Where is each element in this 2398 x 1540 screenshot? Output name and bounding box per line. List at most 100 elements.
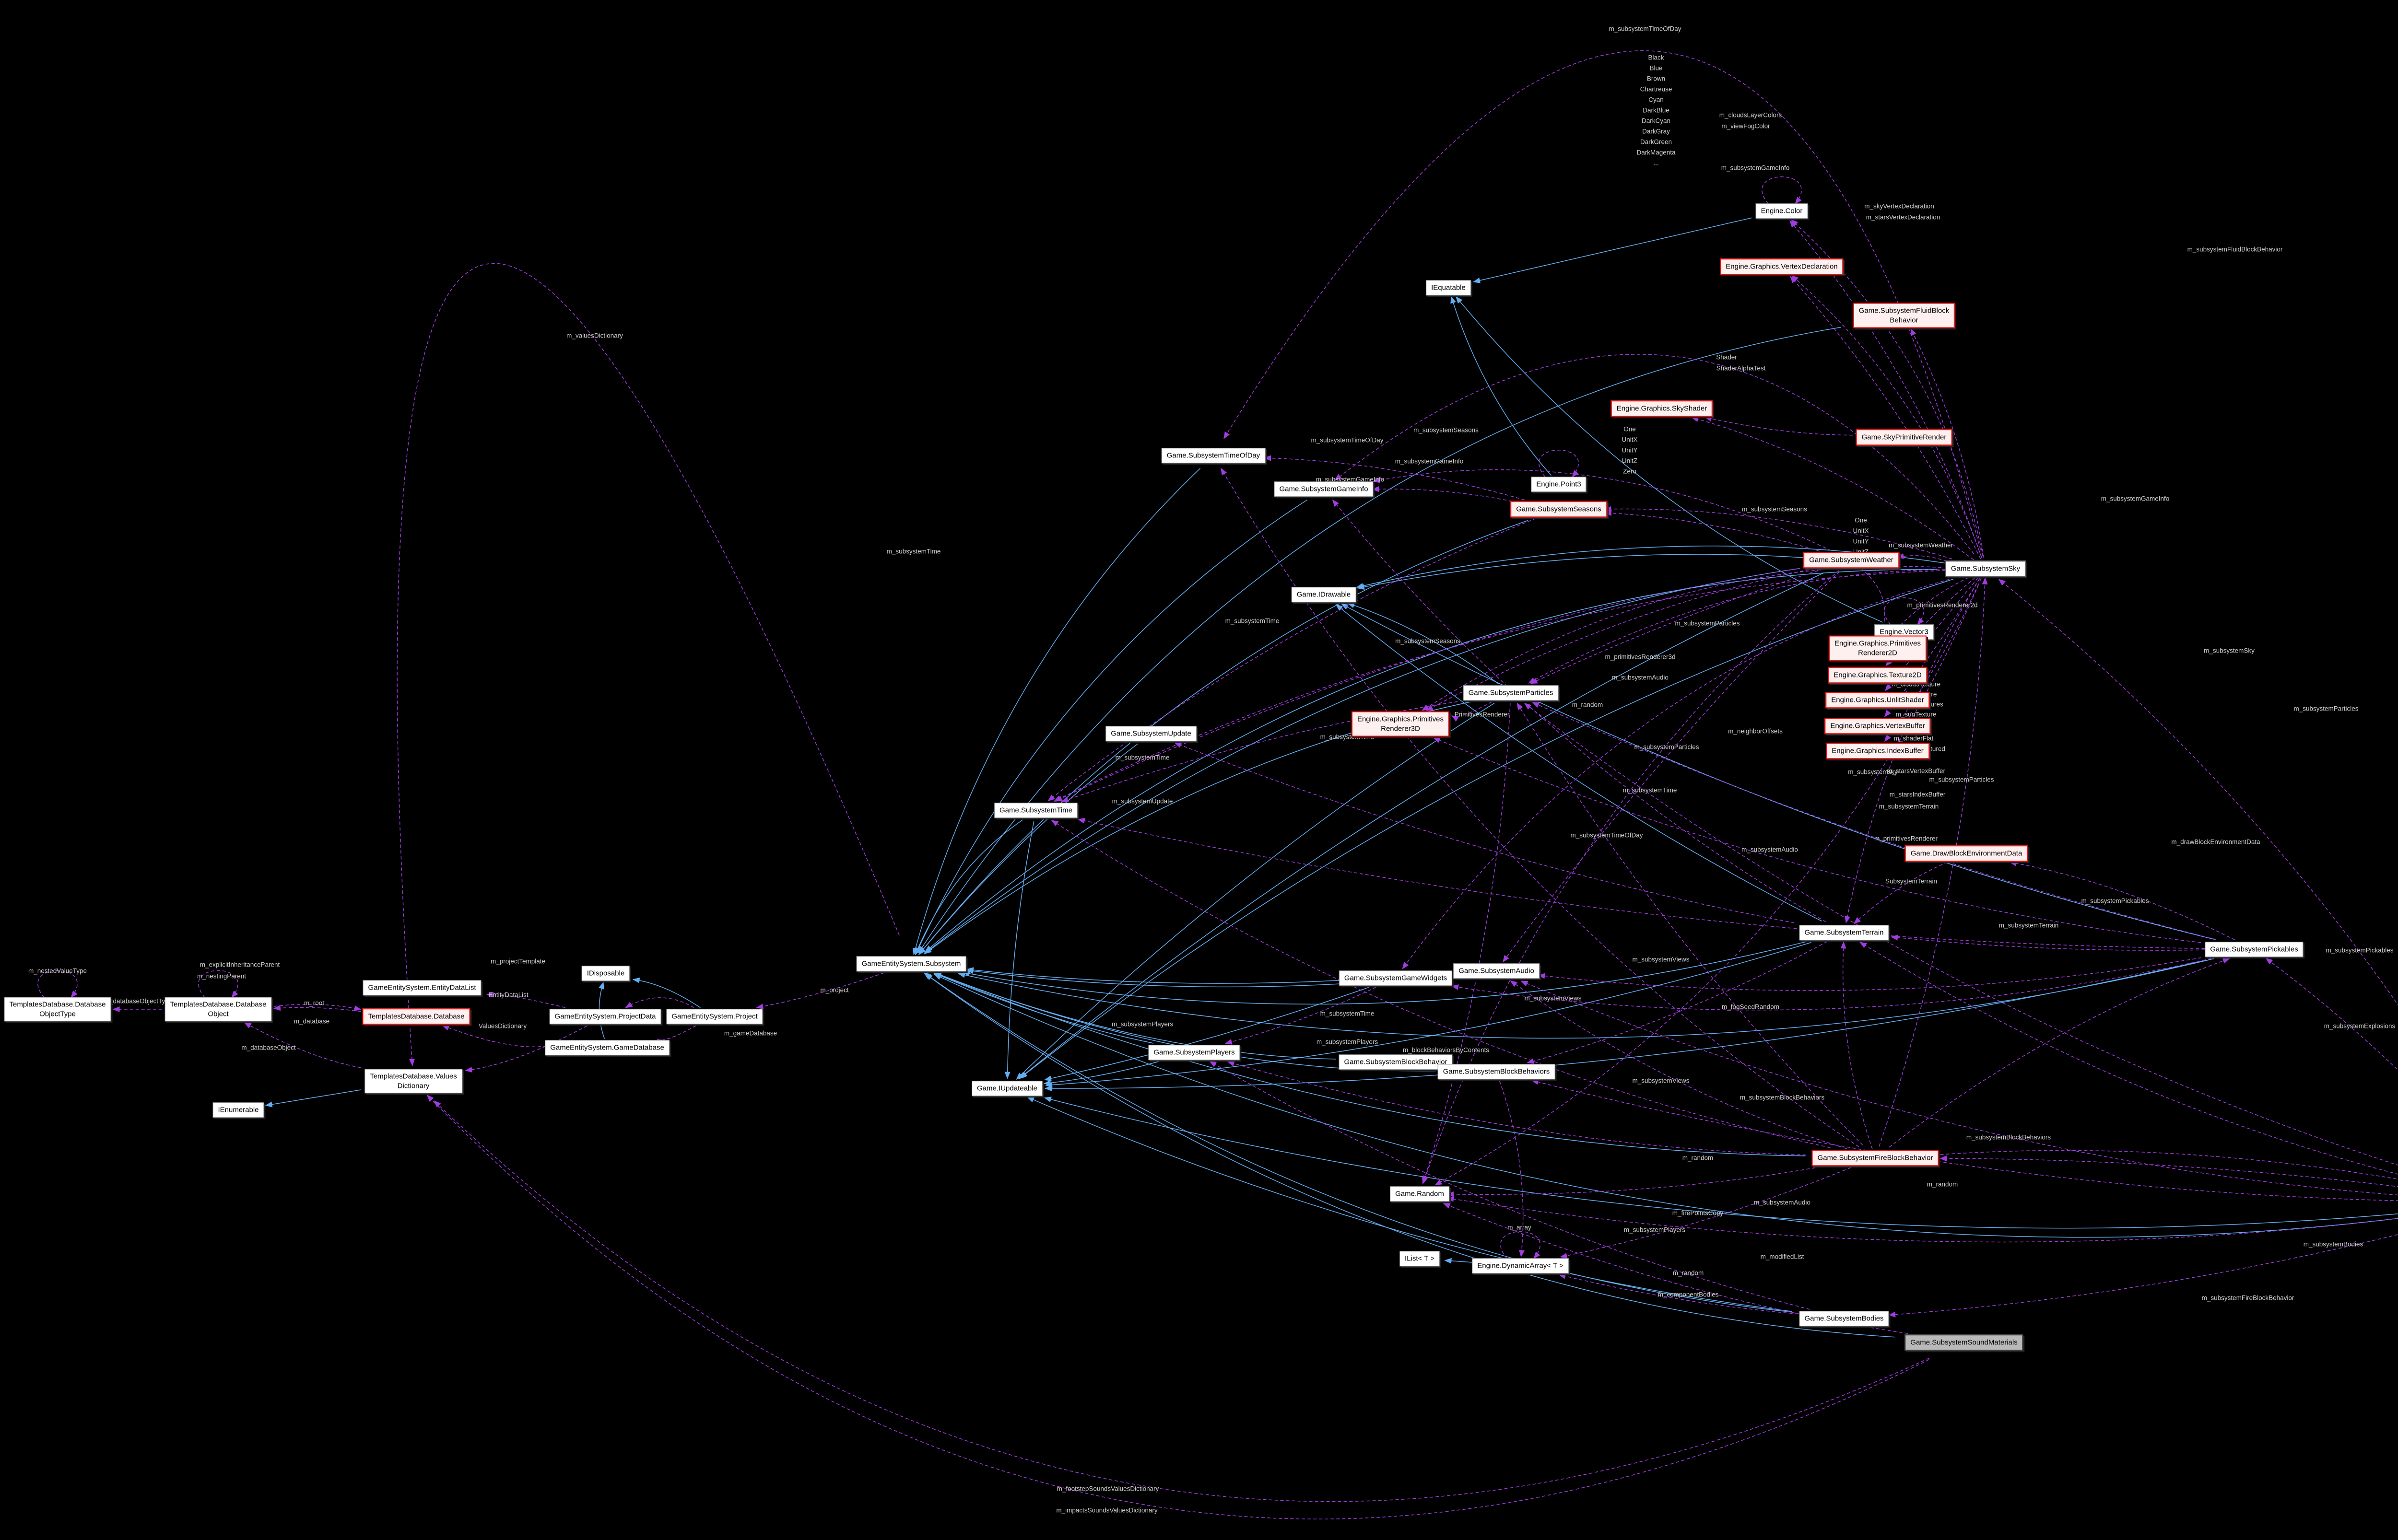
class-node-sub_blockbehavior[interactable]: Game.SubsystemBlockBehavior [1339,1054,1453,1070]
edge-label: m_subsystemsky [1848,768,1898,776]
class-node-ges_project[interactable]: GameEntitySystem.Project [666,1009,763,1024]
edge-label: m_subsystemUpdate [1112,797,1173,805]
class-node-idisposable[interactable]: IDisposable [581,966,630,981]
inheritance-edge [1347,602,1499,685]
class-node-ilist[interactable]: IList< T > [1399,1251,1440,1266]
class-node-color[interactable]: Engine.Color [1755,203,1808,219]
class-node-sub_gameinfo[interactable]: Game.SubsystemGameInfo [1274,481,1374,497]
edge-label: m_primitivesRenderer3d [1605,653,1676,661]
class-node-skyshader[interactable]: Engine.Graphics.SkyShader [1610,400,1713,417]
class-node-skyprim[interactable]: Game.SkyPrimitiveRender [1856,429,1952,445]
edge-label: m_subsystemGameInfo [1721,164,1790,172]
class-node-sub_fireblock[interactable]: Game.SubsystemFireBlockBehavior [1811,1150,1939,1166]
usage-edge [1402,579,1950,969]
edge-label: DarkBlue [1643,106,1669,114]
class-node-sub_blockbehaviors[interactable]: Game.SubsystemBlockBehaviors [1437,1064,1555,1079]
inheritance-edge [1045,960,2205,1092]
class-node-idrawable[interactable]: Game.IDrawable [1291,587,1356,602]
usage-edge [1334,354,1975,554]
class-node-ges_edl[interactable]: GameEntitySystem.EntityDataList [363,980,482,995]
edge-label: m_subsystemPickables [2081,897,2149,905]
class-node-sub_seasons[interactable]: Game.SubsystemSeasons [1510,501,1607,517]
edge-label: m_subsystemTerrain [1879,803,1939,810]
edge-label: m_subsystemBodies [2303,1240,2363,1248]
class-node-sub_terrain[interactable]: Game.SubsystemTerrain [1799,925,1889,940]
class-node-prim2d[interactable]: Engine.Graphics.Primitives Renderer2D [1828,635,1927,661]
class-node-ges_subsystem[interactable]: GameEntitySystem.Subsystem [856,956,966,971]
class-node-sub_soundmat[interactable]: Game.SubsystemSoundMaterials [1904,1334,2023,1351]
edge-label: ... [1653,159,1659,167]
edge-label: m_subsystemAudio [1741,846,1798,853]
class-node-ienumerable[interactable]: IEnumerable [212,1102,264,1118]
class-node-sub_particles[interactable]: Game.SubsystemParticles [1463,685,1559,700]
usage-edge [1891,934,2205,951]
inheritance-edge [265,1089,361,1108]
edge-label: m_subsystemViews [1632,1077,1690,1085]
class-node-tpl_db[interactable]: TemplatesDatabase.Database [362,1008,470,1025]
edge-label: m_random [1682,1154,1714,1162]
class-node-sub_audio[interactable]: Game.SubsystemAudio [1453,963,1540,979]
inheritance-edge [934,972,1806,1156]
edge-label: UnitY [1622,446,1638,454]
edge-label: m_subsystemPlayers [1111,1020,1174,1028]
class-node-tpl_obj_type[interactable]: TemplatesDatabase.Database ObjectType [4,997,111,1022]
usage-edge [1910,328,1985,558]
inheritance-edge [1450,296,1552,476]
usage-edge [1224,987,1376,1045]
inheritance-edge [1043,1061,1160,1086]
usage-edge [273,1003,362,1011]
class-node-sub_update[interactable]: Game.SubsystemUpdate [1105,726,1197,741]
class-node-sub_players[interactable]: Game.SubsystemPlayers [1148,1045,1240,1060]
usage-edge [1047,518,1537,802]
class-node-point3[interactable]: Engine.Point3 [1531,477,1587,492]
class-node-tpl_obj[interactable]: TemplatesDatabase.Database Object [165,997,272,1022]
class-node-ges_gd[interactable]: GameEntitySystem.GameDatabase [545,1040,670,1055]
class-node-sub_pickables[interactable]: Game.SubsystemPickables [2205,942,2304,957]
class-node-iequatable[interactable]: IEquatable [1426,280,1471,295]
usage-edge [1840,941,1873,1149]
inheritance-edge [918,743,1138,956]
inheritance-edge [1020,578,1954,1078]
class-node-vertexdecl[interactable]: Engine.Graphics.VertexDeclaration [1720,258,1844,275]
edge-label: m_subsystemTime [1225,617,1280,625]
class-node-unlitshader[interactable]: Engine.Graphics.UnlitShader [1825,692,1930,708]
class-node-fluidblock[interactable]: Game.SubsystemFluidBlock Behavior [1853,303,1955,328]
inheritance-edge [958,958,2214,1039]
inheritance-edge [632,977,701,1008]
class-node-dynarray[interactable]: Engine.DynamicArray< T > [1472,1258,1569,1273]
usage-edge [1691,416,1974,560]
usage-edge [1223,50,1981,550]
class-node-ges_pd[interactable]: GameEntitySystem.ProjectData [549,1009,661,1024]
class-node-sub_tod[interactable]: Game.SubsystemTimeOfDay [1161,448,1266,463]
edge-label: m_subsystemGameInfo [1395,457,1464,465]
class-node-drawblockenv[interactable]: Game.DrawBlockEnvironmentData [1904,845,2028,862]
usage-edge [1704,416,1853,436]
class-node-sub_time[interactable]: Game.SubsystemTime [994,803,1078,818]
usage-edge [1502,571,1840,963]
class-node-random[interactable]: Game.Random [1390,1186,1449,1202]
class-node-iupdateable[interactable]: Game.IUpdateable [972,1081,1043,1096]
usage-edge [1372,486,1512,502]
inheritance-edge [962,941,1807,1005]
class-node-tpl_vd[interactable]: TemplatesDatabase.Values Dictionary [364,1069,462,1094]
class-node-sub_bodies[interactable]: Game.SubsystemBodies [1799,1311,1889,1326]
inheritance-edge [918,520,1528,955]
edge-label: m_subsystemSky [2204,647,2255,654]
edge-label: m_subsystemGameInfo [2101,495,2170,502]
class-node-sub_weather[interactable]: Game.SubsystemWeather [1803,552,1899,568]
edge-label: m_starsVertexDeclaration [1866,213,1940,221]
usage-edge [1889,958,2230,1148]
edge-label: m_valuesDictionary [566,332,623,339]
edge-label: m_blockBehaviorsByContents [1402,1046,1490,1054]
class-node-texture2d[interactable]: Engine.Graphics.Texture2D [1828,667,1928,683]
inheritance-edge [1044,987,1369,1082]
usage-edge [1500,1231,1540,1259]
class-node-vertexbuffer[interactable]: Engine.Graphics.VertexBuffer [1824,718,1931,734]
class-node-sub_gamewidgets[interactable]: Game.SubsystemGameWidgets [1339,970,1453,986]
edge-label: m_databaseObjectType [104,997,173,1005]
class-node-prim3d[interactable]: Engine.Graphics.Primitives Renderer3D [1351,711,1450,737]
class-node-indexbuffer[interactable]: Engine.Graphics.IndexBuffer [1826,743,1929,759]
class-node-sub_sky[interactable]: Game.SubsystemSky [1945,560,2026,577]
edge-label: m_subsystemAudio [1754,1199,1810,1206]
